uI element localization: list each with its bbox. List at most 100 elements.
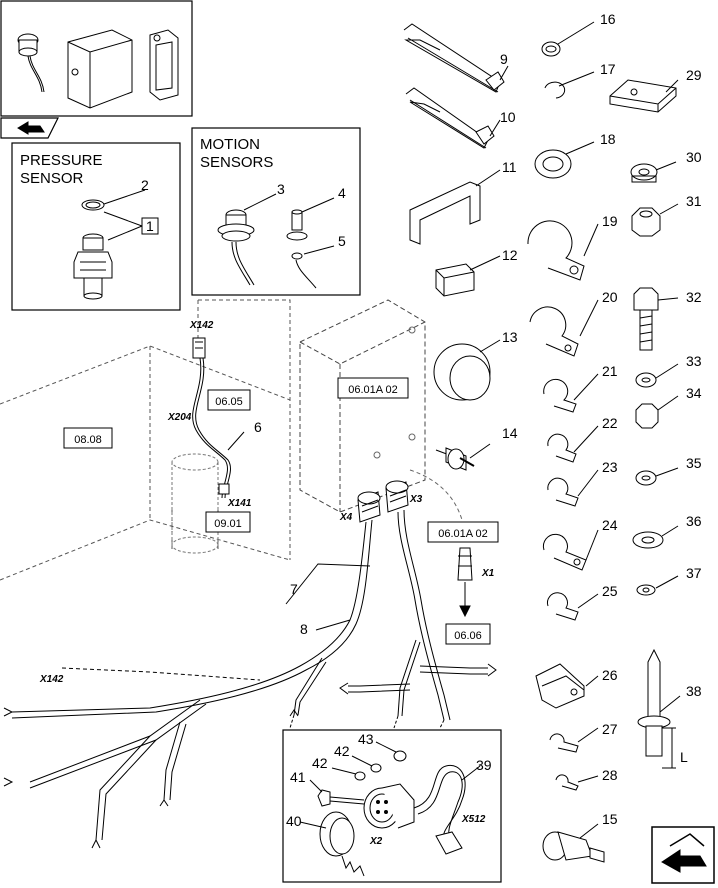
callout-1: 1 [146,218,154,234]
connector-x4-x3 [357,480,409,523]
conn-x4: X4 [339,512,353,523]
callout-27: 27 [602,721,618,737]
callout-20: 20 [602,289,618,305]
overview-frame [0,0,193,117]
callout-17: 17 [600,61,616,77]
callout-16: 16 [600,11,616,27]
part-25-clamp [546,592,599,621]
callout-28: 28 [602,767,618,783]
dimension-l-label: L [680,749,688,765]
callout-numbers: 1 2 3 4 5 6 7 8 9 10 11 12 13 14 15 16 1… [141,11,702,829]
callout-18: 18 [600,131,616,147]
callout-36: 36 [686,513,702,529]
nav-next-icon[interactable] [651,826,715,884]
part-16-washer [541,21,595,57]
part-14-stud [435,443,491,471]
electronic-module [299,299,426,513]
callout-6: 6 [254,419,262,435]
connector-labels: X142 X204 X141 X4 X3 X1 X142 X2 X512 [39,320,495,847]
ref-box-0601a02-harness: 06.01A 02 [427,521,499,543]
callout-35: 35 [686,455,702,471]
part-21-clamp [543,373,599,413]
callout-30: 30 [686,149,702,165]
connector-detail-inset [282,714,502,883]
part-18-grommet [534,141,595,179]
callout-13: 13 [502,329,518,345]
part-37-washer [636,575,679,596]
part-36-washer [632,525,679,549]
part-38-rivet [637,648,681,769]
callout-39: 39 [476,757,492,773]
part-30-washer [630,161,677,183]
part-13-cap [433,339,501,401]
conn-x204: X204 [167,412,192,423]
ref-box-0606: 06.06 [445,623,491,645]
pressure-sensor-title-line1: PRESSURE [20,152,103,169]
ref-0808-text: 08.08 [74,434,102,446]
callout-42a: 42 [312,755,328,771]
callout-42b: 42 [334,743,350,759]
callout-10: 10 [500,109,516,125]
callout-7: 7 [290,581,298,597]
callout-12: 12 [502,247,518,263]
part-12-block [435,255,501,297]
callout-3: 3 [277,181,285,197]
part-11-clip [409,169,501,245]
part-17-ring [544,71,595,99]
callout-23: 23 [602,459,618,475]
part-10-tie [405,87,501,149]
part-28-clamp [555,774,599,791]
callout-40: 40 [286,813,302,829]
callout-34: 34 [686,385,702,401]
callout-8: 8 [300,621,308,637]
wire-end-arrows [3,663,497,849]
sensor-cylinder [171,453,219,554]
callout-19: 19 [602,213,618,229]
part-31-nut [631,203,679,237]
part-15-socket [542,823,605,863]
machine-outline [0,299,291,581]
callout-14: 14 [502,425,518,441]
callout-29: 29 [686,67,702,83]
nav-back-icon[interactable] [0,117,59,139]
ref-box-0601a02-module: 06.01A 02 [337,377,409,399]
callout-43: 43 [358,731,374,747]
ref-0605-text: 06.05 [215,396,243,408]
harness-7-8 [11,509,488,841]
part-20-clamp [529,299,599,357]
conn-x141: X141 [227,498,252,509]
ref-0601a02-harness-text: 06.01A 02 [438,528,488,540]
part-32-bolt [633,287,679,351]
part-33-washer [635,363,679,388]
ref-box-0808: 08.08 [63,427,113,449]
overview-connector-thumb [149,29,179,101]
overview-sensor-thumb [17,33,45,93]
part-34-nut [635,395,679,429]
ref-box-0901: 09.01 [205,511,251,533]
part-23-clamp [547,469,599,507]
callout-33: 33 [686,353,702,369]
callout-41: 41 [290,769,306,785]
callout-21: 21 [602,363,618,379]
callout-24: 24 [602,517,618,533]
callout-22: 22 [602,415,618,431]
part-27-clamp [549,727,599,753]
sensor-wiring-6 [192,337,245,499]
overview-module-thumb [67,29,133,109]
part-24-clamp [542,529,599,571]
motion-sensors-title-line2: SENSORS [200,154,273,171]
callout-4: 4 [338,185,346,201]
conn-x3: X3 [409,494,423,505]
callout-31: 31 [686,193,702,209]
conn-x2: X2 [369,836,383,847]
conn-x512: X512 [461,814,486,825]
conn-x142-top: X142 [189,320,214,331]
callout-11: 11 [502,159,517,175]
callout-25: 25 [602,583,618,599]
callout-38: 38 [686,683,702,699]
callout-15: 15 [602,811,618,827]
ref-0606-text: 06.06 [454,630,482,642]
callout-26: 26 [602,667,618,683]
pressure-sensor-inset: PRESSURE SENSOR [11,142,181,311]
